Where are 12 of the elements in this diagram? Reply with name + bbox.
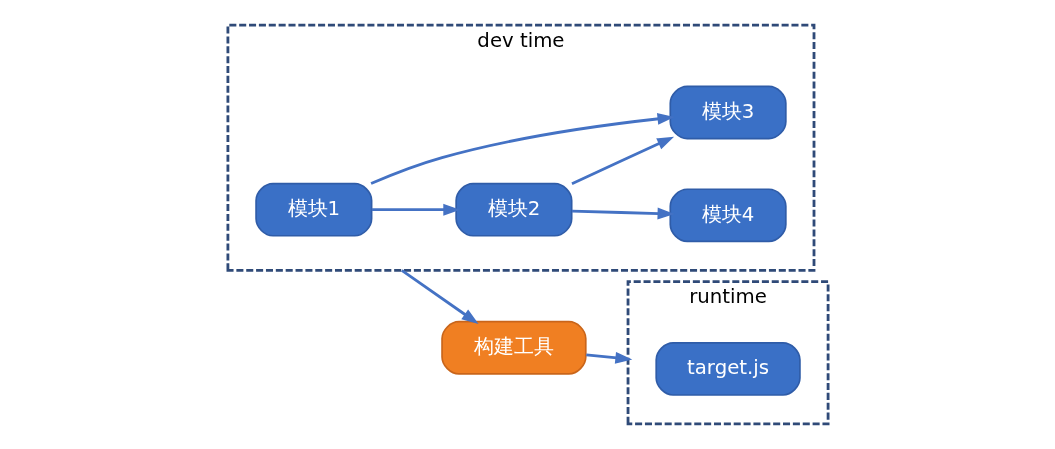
arrow bbox=[571, 207, 674, 220]
arrow bbox=[370, 112, 674, 185]
node-box: 模块4 bbox=[668, 188, 787, 243]
arrow bbox=[585, 351, 632, 364]
node-box: 模块1 bbox=[254, 182, 372, 237]
node-box: 构建工具 bbox=[440, 320, 587, 375]
node-box: 模块3 bbox=[668, 85, 787, 140]
arrow bbox=[371, 203, 460, 216]
arrow bbox=[570, 136, 674, 185]
arrow bbox=[400, 269, 479, 325]
node-box: 模块2 bbox=[454, 182, 573, 237]
node-box: target.js bbox=[654, 342, 801, 396]
